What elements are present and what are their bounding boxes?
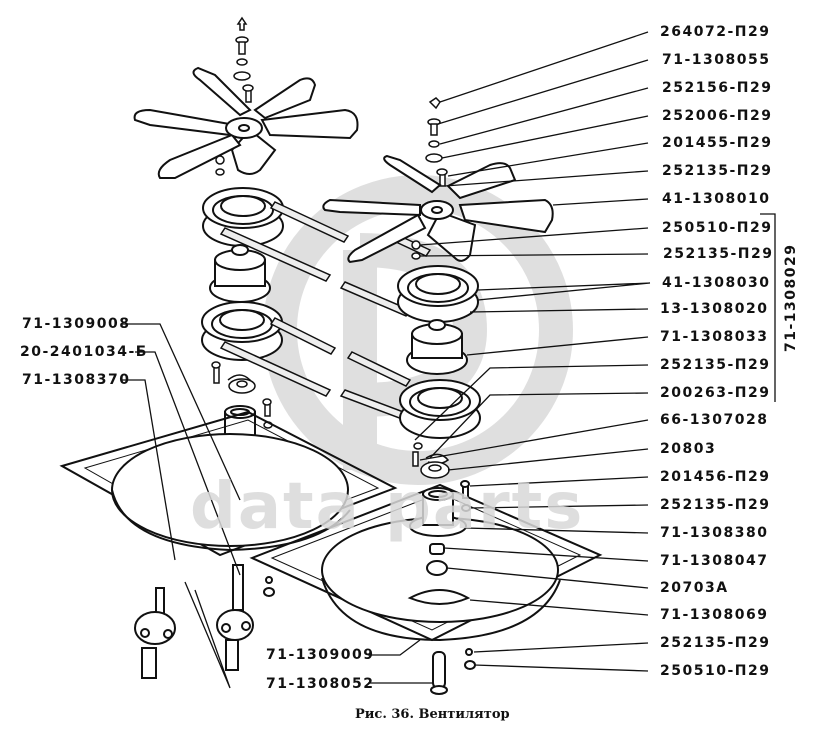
left-upper-pulley: [202, 187, 284, 247]
left-fan-nuts: [215, 155, 225, 176]
bottom-pin: [430, 648, 476, 695]
part-label: 71-1308069: [660, 607, 769, 623]
universal-joints: [134, 564, 275, 679]
watermark-text: data parts: [190, 470, 585, 544]
left-fan-impeller: [133, 66, 359, 179]
part-label: 71-1308370: [22, 372, 131, 388]
part-label: 20703А: [660, 580, 729, 596]
part-label: 41-1308030: [662, 275, 771, 291]
part-label: 250510-П29: [662, 220, 773, 236]
right-upper-pulley: [397, 265, 479, 323]
left-lower-pulley: [201, 301, 283, 361]
part-label: 252135-П29: [662, 163, 773, 179]
part-label: 200263-П29: [660, 385, 771, 401]
part-label: 71-1309008: [22, 316, 131, 332]
part-label: 13-1308020: [660, 301, 769, 317]
part-label: 41-1308010: [662, 191, 771, 207]
right-fan-impeller: [322, 154, 554, 264]
part-label: 71-1308055: [662, 52, 771, 68]
right-fan-nuts: [411, 240, 421, 260]
part-label: 71-1309009: [266, 647, 375, 663]
figure-caption: Рис. 36. Вентилятор: [355, 707, 510, 722]
group-bracket: [760, 213, 776, 402]
part-label: 66-1307028: [660, 412, 769, 428]
right-bearing-housing: [409, 480, 471, 576]
part-label: 20803: [660, 441, 717, 457]
part-label: 71-1308052: [266, 676, 375, 692]
part-label: 250510-П29: [660, 663, 771, 679]
part-label: 71-1308047: [660, 553, 769, 569]
part-label: 201455-П29: [662, 135, 773, 151]
part-label: 252135-П29: [660, 357, 771, 373]
part-label: 252006-П29: [662, 108, 773, 124]
left-fan-shroud: [59, 410, 398, 557]
part-label: 252135-П29: [663, 246, 774, 262]
right-fan-fasteners: [425, 97, 448, 187]
leader-lines: [122, 31, 651, 689]
part-label: 71-1308380: [660, 525, 769, 541]
part-label: 264072-П29: [660, 24, 771, 40]
v-belts: [219, 201, 432, 429]
left-fan-fasteners: [233, 36, 254, 103]
part-label: 71-1308033: [660, 329, 769, 345]
left-pulley-hub: [209, 244, 271, 303]
part-label: 20-2401034-Б: [20, 344, 148, 360]
assembly-group-label: 71-1308029: [783, 243, 799, 352]
part-label: 252135-П29: [660, 497, 771, 513]
part-label: 252156-П29: [662, 80, 773, 96]
right-lower-pulley: [399, 379, 481, 439]
right-pulley-hub: [406, 319, 468, 375]
up-arrow-icon: [236, 16, 248, 31]
part-label: 252135-П29: [660, 635, 771, 651]
part-label: 201456-П29: [660, 469, 771, 485]
